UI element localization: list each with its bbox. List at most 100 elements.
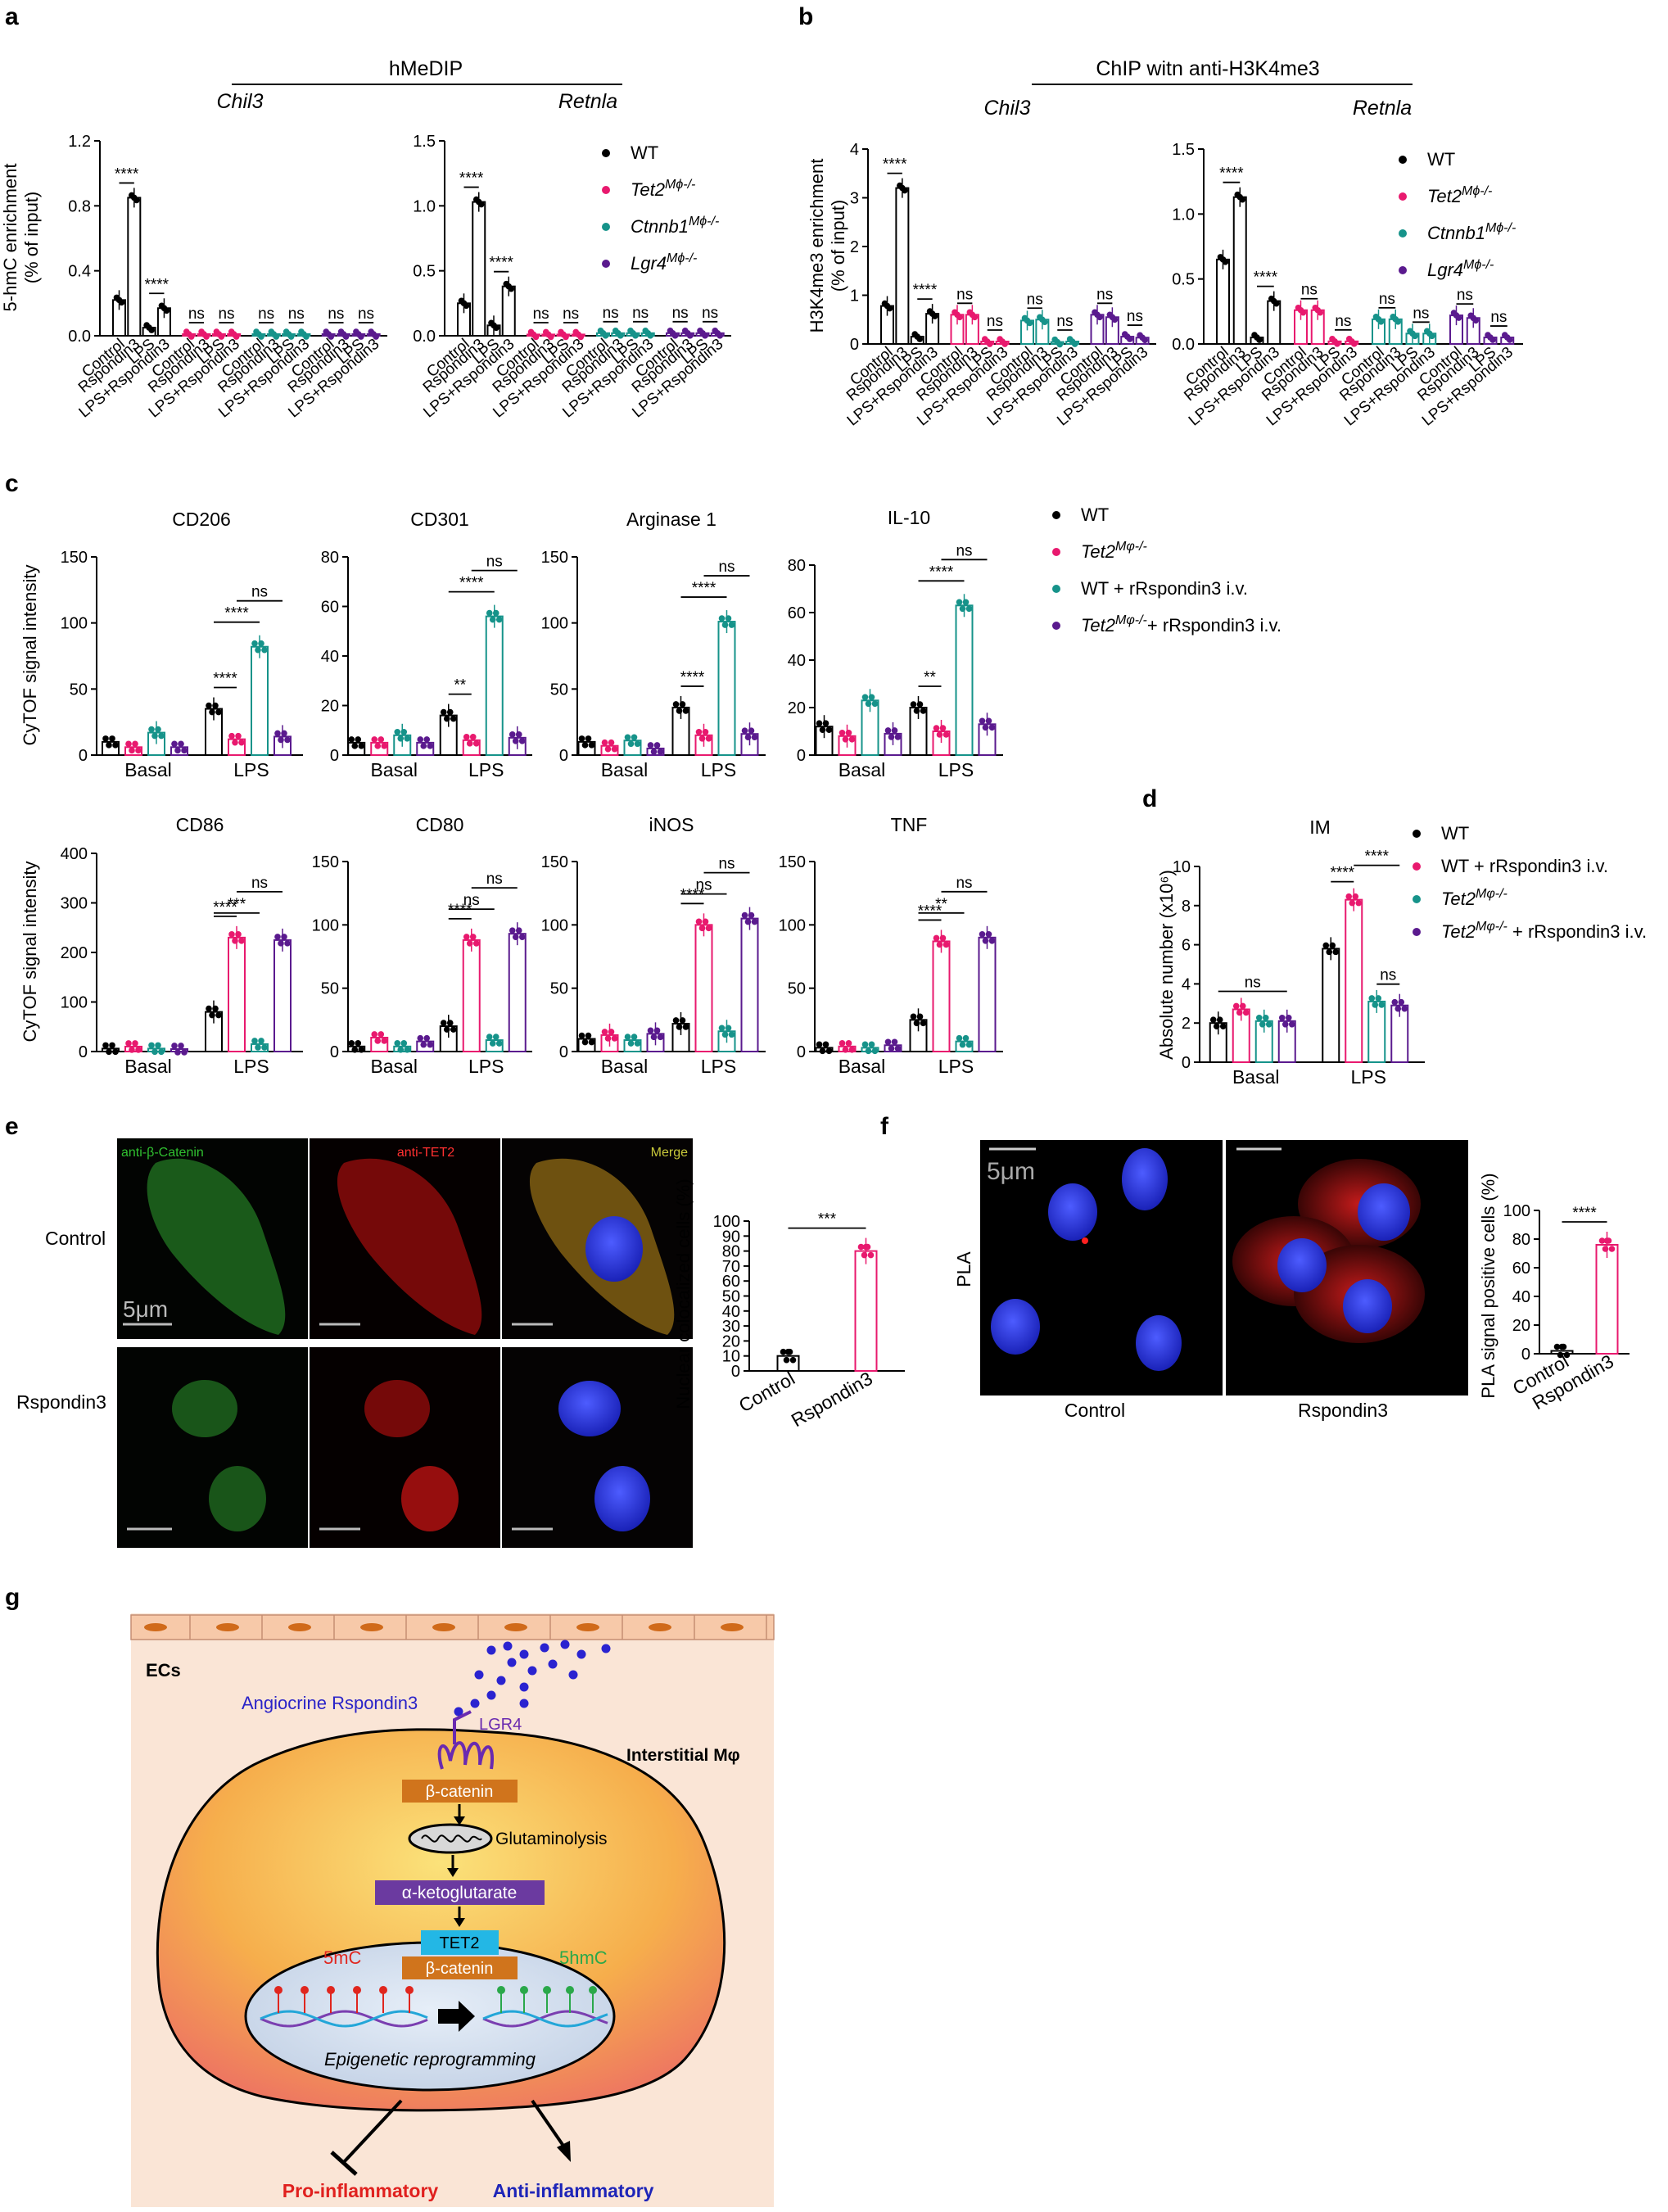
- panel-e-micrographs: anti-β-Catenin anti-TET2 Merge 5μm: [117, 1138, 693, 1548]
- panel-a-gene-right: Retnla: [558, 90, 617, 113]
- e-img-bcat-rsp: [117, 1347, 308, 1548]
- point-c-cd301-0-3-0: [417, 736, 424, 743]
- sig-label-c-il10-1: ****: [929, 563, 954, 581]
- sig-label-a-retnla-6: ns: [632, 305, 649, 322]
- x-label-c-cd86-1: LPS: [233, 1056, 269, 1077]
- g-5hmc-label: 5hmC: [559, 1947, 608, 1968]
- y-tick-label-b-chil3-0: 0: [850, 336, 859, 354]
- g-mito-cristae: [421, 1834, 482, 1843]
- y-tick-label-c-cd206-0: 0: [79, 747, 88, 765]
- y-tick-label-b-retnla-3: 1.5: [1172, 141, 1195, 159]
- point-c-cd301-1-3-3: [518, 738, 526, 744]
- point-b-retnla-1-2-2: [1334, 341, 1340, 347]
- chart-ylabel-c-cd86: CyTOF signal intensity: [20, 862, 40, 1043]
- point-c-tnf-0-3-2: [891, 1038, 898, 1046]
- point-c-cd86-1-3-0: [274, 934, 281, 940]
- point-a-chil3-0-2-2: [148, 327, 155, 333]
- point-c-cd80-0-2-3: [404, 1047, 411, 1053]
- y-tick-label-f-pla-5: 100: [1503, 1202, 1530, 1220]
- ec-nucleus-7: [649, 1623, 671, 1631]
- e-nucleus-rsp-2: [594, 1466, 650, 1531]
- y-tick-label-c-cd301-4: 80: [321, 549, 339, 567]
- point-c-cd86-0-1-1: [129, 1047, 135, 1053]
- point-c-il10-1-0-3: [920, 708, 927, 714]
- point-b-chil3-2-3-2: [1071, 341, 1078, 347]
- panel-e-row-control: Control: [45, 1228, 106, 1249]
- point-c-tnf-1-2-3: [965, 1041, 973, 1048]
- y-tick-label-c-cd80-3: 150: [312, 853, 339, 871]
- dna-left-b: [260, 2010, 428, 2028]
- point-b-chil3-1-3-2: [1001, 341, 1008, 347]
- y-tick-label-a-retnla-2: 1.0: [413, 197, 436, 215]
- panel-letter-c: c: [5, 470, 19, 497]
- point-c-cd80-0-2-1: [397, 1047, 405, 1053]
- point-b-chil3-3-1-2: [1111, 316, 1119, 323]
- sig-label-a-chil3-4: ns: [218, 305, 234, 323]
- sig-label-d-im-3: ns: [1380, 967, 1396, 984]
- point-b-retnla-2-3-2: [1428, 332, 1435, 340]
- sig-label-c-tnf-1: **: [935, 896, 947, 913]
- chart-title-d-im: IM: [1309, 816, 1331, 838]
- rsp-dot-7: [507, 1658, 517, 1667]
- g-anti-label: Anti-inflammatory: [493, 2180, 654, 2201]
- rsp-dot-11: [474, 1670, 484, 1680]
- y-tick-label-f-pla-3: 60: [1512, 1260, 1530, 1278]
- bar-f-pla-1: [1595, 1244, 1619, 1355]
- sig-label-c-cd301-0: **: [454, 677, 466, 694]
- legend-d-dot-2: [1413, 895, 1421, 903]
- y-tick-label-e-coloc-2: 20: [722, 1332, 740, 1350]
- point-c-cd206-0-3-1: [174, 747, 181, 754]
- legend-b-label-2: Ctnnb1Mϕ-/-: [1427, 221, 1516, 243]
- point-c-il10-0-2-0: [861, 694, 869, 701]
- x-label-c-inos-0: Basal: [601, 1056, 649, 1077]
- point-c-il10-1-3-0: [979, 717, 986, 725]
- y-tick-label-f-pla-4: 80: [1512, 1231, 1530, 1249]
- y-tick-label-d-im-2: 4: [1182, 975, 1191, 993]
- x-label-e-coloc-0: Control: [735, 1368, 798, 1417]
- point-c-cd206-0-3-3: [181, 747, 188, 754]
- y-tick-label-c-arg1-1: 50: [550, 681, 568, 699]
- point-b-chil3-1-0-2: [956, 314, 963, 321]
- sig-label-a-retnla-5: ns: [603, 305, 619, 322]
- sig-label-c-cd80-2: ns: [486, 871, 503, 888]
- x-label-c-tnf-0: Basal: [839, 1056, 886, 1077]
- e-cell-red-control: [337, 1158, 482, 1335]
- y-tick-label-b-chil3-3: 3: [850, 190, 859, 208]
- f-nuc-r2: [1277, 1238, 1327, 1292]
- y-tick-label-c-arg1-2: 100: [541, 615, 568, 633]
- point-c-cd80-0-1-1: [374, 1038, 382, 1044]
- sig-label-c-cd80-0: ****: [448, 902, 472, 919]
- point-e-coloc-0-1: [783, 1356, 790, 1364]
- sig-label-c-cd80-1: ns: [463, 892, 480, 909]
- panel-a-header: hMeDIP: [389, 57, 463, 80]
- rsp-dot-14: [486, 1690, 496, 1700]
- point-c-inos-1-2-0: [718, 1025, 726, 1032]
- sig-label-c-il10-0: **: [924, 669, 936, 686]
- point-d-im-0-0-0: [1209, 1016, 1217, 1023]
- point-d-im-1-1-3: [1355, 899, 1363, 907]
- point-c-il10-0-1-0: [839, 730, 846, 736]
- g-bcat-box: [402, 1780, 518, 1803]
- sig-label-b-chil3-6: ns: [1056, 313, 1073, 330]
- point-c-cd206-0-0-1: [106, 742, 112, 749]
- point-c-cd301-0-1-0: [371, 736, 378, 743]
- y-tick-label-c-cd80-2: 100: [312, 916, 339, 934]
- hmethyl-dot-2: [543, 1986, 551, 1994]
- point-b-retnla-1-1-2: [1317, 309, 1324, 316]
- g-arrow-3-head: [454, 1918, 465, 1927]
- point-c-cd80-0-0-2: [355, 1040, 362, 1047]
- point-c-arg1-0-3-0: [647, 742, 654, 749]
- point-c-il10-0-3-0: [884, 727, 892, 734]
- point-c-cd86-1-1-3: [238, 938, 245, 944]
- e-cell-green-control: [147, 1158, 286, 1335]
- chart-title-c-cd86: CD86: [176, 814, 224, 835]
- point-b-retnla-1-3-2: [1350, 341, 1358, 347]
- point-a-chil3-1-2-2: [218, 333, 225, 340]
- y-tick-label-c-cd86-1: 100: [61, 994, 88, 1012]
- chart-a-retnla: 0.00.51.01.5ControlRspondin3LPSLPS+Rspon…: [413, 133, 731, 421]
- point-c-il10-0-0-3: [825, 726, 833, 733]
- point-c-cd80-0-3-0: [417, 1034, 424, 1042]
- point-c-tnf-0-2-2: [868, 1041, 875, 1048]
